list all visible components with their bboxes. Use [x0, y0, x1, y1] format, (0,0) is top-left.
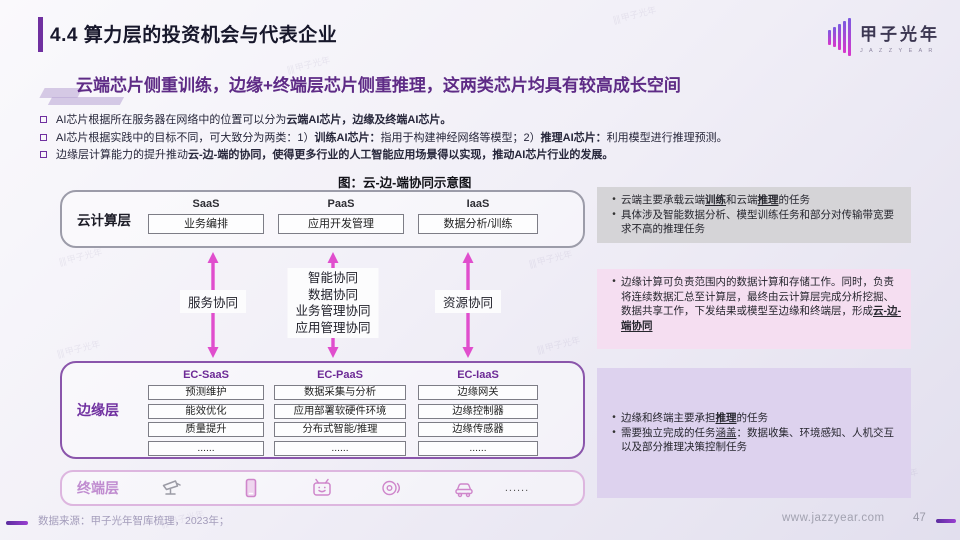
- website-link[interactable]: www.jazzyear.com: [782, 512, 885, 524]
- smart-speaker-icon: [382, 480, 400, 496]
- watermark: 甲子光年: [57, 245, 103, 268]
- edge-cell: ......: [418, 440, 538, 456]
- edge-layer-box: 边缘层 EC-SaaS 预测维护 能效优化 质量提升 ...... EC-Paa…: [60, 361, 585, 459]
- brand-name-cn: 甲子光年: [860, 25, 940, 44]
- terminal-layer-label: 终端层: [77, 480, 119, 496]
- brand-logo: 甲子光年 J A Z Z Y E A R: [828, 16, 940, 58]
- cloud-layer-label: 云计算层: [77, 213, 131, 228]
- sync-label-middle: 智能协同 数据协同 业务管理协同 应用管理协同: [287, 268, 379, 338]
- note-bullet: • 边缘和终端主要承担推理的任务: [607, 411, 901, 426]
- key-point-text: AI芯片根据实践中的目标不同，可大致分为两类：1）训练AI芯片：指用于构建神经网…: [56, 131, 728, 144]
- edge-cell: 预测维护: [148, 385, 264, 400]
- edge-cell: ......: [274, 440, 406, 456]
- edge-cell: 边缘网关: [418, 385, 538, 400]
- slide-subtitle: 云端芯片侧重训练，边缘+终端层芯片侧重推理，这两类芯片均具有较高成长空间: [76, 76, 681, 95]
- cloud-cell: 应用开发管理: [278, 214, 404, 234]
- note-text: 边缘计算可负责范围内的数据计算和存储工作。同时，负责将连续数据汇总至计算层，最终…: [621, 276, 901, 332]
- edge-column-header: EC-IaaS: [457, 369, 499, 381]
- cloud-column-paas: PaaS 应用开发管理: [278, 198, 404, 234]
- edge-cell: ......: [148, 440, 264, 456]
- cloud-column-saas: SaaS 业务编排: [148, 198, 264, 234]
- square-bullet-icon: [40, 116, 47, 123]
- edge-cell: 数据采集与分析: [274, 385, 406, 400]
- note-text: 需要独立完成的任务涵盖：数据收集、环境感知、人机交互以及部分推理决策控制任务: [621, 426, 894, 454]
- square-bullet-icon: [40, 133, 47, 141]
- watermark: 甲子光年: [55, 337, 101, 360]
- watermark: 甲子光年: [535, 333, 581, 356]
- note-cloud-tasks: • 云端主要承载云端训练和云端推理的任务 • 具体涉及智能数据分析、模型训练任务…: [597, 187, 911, 243]
- key-point-text: AI芯片根据所在服务器在网络中的位置可以分为云端AI芯片，边缘及终端AI芯片。: [56, 114, 452, 126]
- note-edge-terminal-tasks: • 边缘和终端主要承担推理的任务 • 需要独立完成的任务涵盖：数据收集、环境感知…: [597, 368, 911, 498]
- edge-cell: 边缘传感器: [418, 422, 538, 437]
- note-text: 具体涉及智能数据分析、模型训练任务和部分对传输带宽要求不高的推理任务: [621, 208, 894, 236]
- watermark: 甲子光年: [527, 247, 573, 270]
- edge-column-ec-iaas: EC-IaaS 边缘网关 边缘控制器 边缘传感器 ......: [418, 369, 538, 459]
- edge-column-ec-paas: EC-PaaS 数据采集与分析 应用部署软硬件环境 分布式智能/推理 .....…: [274, 369, 406, 459]
- page-number: 47: [913, 512, 926, 524]
- page-title: 4.4 算力层的投资机会与代表企业: [50, 25, 338, 46]
- square-bullet-icon: [40, 151, 47, 158]
- data-source: 数据来源：甲子光年智库梳理，2023年；: [38, 515, 230, 527]
- edge-cell: 边缘控制器: [418, 403, 538, 419]
- note-edge-computing: • 边缘计算可负责范围内的数据计算和存储工作。同时，负责将连续数据汇总至计算层，…: [597, 269, 911, 349]
- note-bullet: • 边缘计算可负责范围内的数据计算和存储工作。同时，负责将连续数据汇总至计算层，…: [607, 275, 901, 333]
- edge-column-header: EC-PaaS: [317, 369, 363, 381]
- footer-dash-left: [6, 521, 28, 525]
- cloud-layer-box: 云计算层 SaaS 业务编排 PaaS 应用开发管理 IaaS 数据分析/训练: [60, 190, 585, 248]
- figure-title: 图：云-边-端协同示意图: [338, 176, 472, 190]
- edge-column-ec-saas: EC-SaaS 预测维护 能效优化 质量提升 ......: [148, 369, 264, 459]
- brand-logo-icon: [828, 16, 851, 58]
- edge-cell: 质量提升: [148, 422, 264, 437]
- terminal-layer-box: 终端层 ......: [60, 470, 585, 506]
- dot-bullet-icon: •: [612, 426, 616, 438]
- subtitle-decoration: [47, 97, 125, 105]
- key-points: AI芯片根据所在服务器在网络中的位置可以分为云端AI芯片，边缘及终端AI芯片。 …: [38, 112, 942, 165]
- key-point-text: 边缘层计算能力的提升推动云-边-端的协同，使得更多行业的人工智能应用场景得以实现…: [56, 149, 614, 161]
- dot-bullet-icon: •: [612, 208, 616, 220]
- edge-cell: 能效优化: [148, 403, 264, 419]
- dot-bullet-icon: •: [612, 276, 616, 287]
- note-bullet: • 需要独立完成的任务涵盖：数据收集、环境感知、人机交互以及部分推理决策控制任务: [607, 426, 901, 455]
- sync-label-service: 服务协同: [179, 290, 247, 313]
- dot-bullet-icon: •: [612, 194, 616, 205]
- edge-column-header: EC-SaaS: [183, 369, 229, 381]
- sync-line: 应用管理协同: [295, 320, 371, 335]
- cloud-cell: 数据分析/训练: [418, 214, 538, 234]
- sync-label-resource: 资源协同: [434, 290, 502, 313]
- key-point: 边缘层计算能力的提升推动云-边-端的协同，使得更多行业的人工智能应用场景得以实现…: [38, 147, 942, 163]
- cloud-column-header: IaaS: [466, 198, 490, 210]
- key-point: AI芯片根据实践中的目标不同，可大致分为两类：1）训练AI芯片：指用于构建神经网…: [38, 130, 942, 146]
- note-bullet: • 云端主要承载云端训练和云端推理的任务: [607, 193, 901, 208]
- cloud-column-header: PaaS: [327, 198, 355, 210]
- sync-line: 智能协同: [307, 271, 359, 285]
- edge-layer-label: 边缘层: [77, 402, 119, 418]
- note-text: 边缘和终端主要承担推理的任务: [621, 412, 768, 425]
- note-text: 云端主要承载云端训练和云端推理的任务: [621, 194, 810, 206]
- car-icon: [455, 483, 473, 498]
- cloud-column-iaas: IaaS 数据分析/训练: [418, 198, 538, 234]
- key-point: AI芯片根据所在服务器在网络中的位置可以分为云端AI芯片，边缘及终端AI芯片。: [38, 112, 942, 128]
- sync-line: 业务管理协同: [295, 304, 371, 318]
- cloud-column-header: SaaS: [192, 198, 220, 210]
- cloud-cell: 业务编排: [148, 214, 264, 234]
- watermark: 甲子光年: [611, 3, 657, 26]
- edge-cell: 应用部署软硬件环境: [274, 403, 406, 419]
- footer-dash-right: [936, 519, 956, 523]
- brand-name-en: J A Z Z Y E A R: [860, 48, 935, 54]
- note-bullet: • 具体涉及智能数据分析、模型训练任务和部分对传输带宽要求不高的推理任务: [607, 208, 901, 237]
- smart-tv-icon: [313, 478, 331, 496]
- sync-line: 数据协同: [307, 287, 359, 302]
- title-accent-bar: [38, 17, 43, 52]
- cctv-camera-icon: [162, 480, 181, 495]
- terminal-more-ellipsis: ......: [504, 482, 530, 494]
- edge-cell: 分布式智能/推理: [274, 422, 406, 437]
- smartphone-icon: [245, 478, 257, 498]
- dot-bullet-icon: •: [612, 412, 616, 424]
